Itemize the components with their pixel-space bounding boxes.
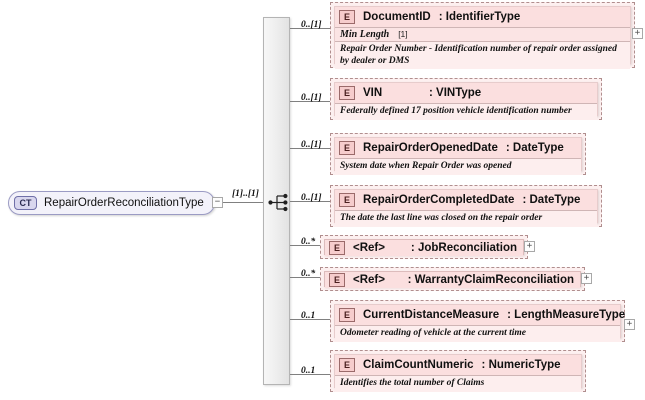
element-badge: E [339, 10, 355, 24]
element-badge: E [329, 241, 345, 255]
element-header-repairordercompleteddate: E RepairOrderCompletedDate : DateType [335, 190, 597, 210]
element-box-claimcountnumeric[interactable]: E ClaimCountNumeric : NumericType Identi… [330, 350, 586, 392]
element-box-ref-warrantyclaimreconciliation[interactable]: E <Ref> : WarrantyClaimReconciliation [320, 267, 585, 291]
element-doc-currentdistancemeasure: Odometer reading of vehicle at the curre… [335, 325, 620, 342]
cardinality-label-documentid: 0..[1] [301, 20, 322, 30]
connector-branch-2 [290, 101, 330, 102]
root-collapse-toggle[interactable]: − [212, 197, 223, 208]
element-badge: E [339, 193, 355, 207]
element-inner-claimcountnumeric: E ClaimCountNumeric : NumericType Identi… [334, 354, 582, 392]
cardinality-label-vin: 0..[1] [301, 93, 322, 103]
element-header-ref-warrantyclaimreconciliation: E <Ref> : WarrantyClaimReconciliation [325, 272, 580, 288]
element-badge: E [339, 86, 355, 100]
facet-name-min-length: Min Length [340, 29, 390, 40]
element-type-documentid: : IdentifierType [438, 11, 521, 23]
connector-branch-6 [290, 277, 320, 278]
element-name-repairorderopeneddate: RepairOrderOpenedDate [363, 142, 498, 154]
element-badge: E [339, 141, 355, 155]
element-inner-documentid: E DocumentID : IdentifierType Min Length… [334, 6, 631, 69]
cardinality-label-ref-jobreconciliation: 0..* [301, 237, 316, 247]
complex-type-label: RepairOrderReconciliationType [44, 197, 204, 209]
cardinality-label-currentdistancemeasure: 0..1 [301, 311, 316, 321]
connector-branch-4 [290, 201, 330, 202]
cardinality-label-repairordercompleteddate: 0..[1] [301, 193, 322, 203]
element-inner-ref-warrantyclaimreconciliation: E <Ref> : WarrantyClaimReconciliation [324, 271, 581, 288]
element-doc-documentid: Repair Order Number - Identification num… [335, 41, 630, 69]
connector-root-to-sequence [223, 202, 263, 203]
element-type-repairorderopeneddate: : DateType [505, 142, 564, 154]
element-box-vin[interactable]: E VIN : VINType Federally defined 17 pos… [330, 78, 602, 120]
element-inner-repairorderopeneddate: E RepairOrderOpenedDate : DateType Syste… [334, 137, 582, 175]
expander-ref-warrantyclaimreconciliation[interactable]: + [581, 273, 592, 284]
expander-currentdistancemeasure[interactable]: + [624, 319, 635, 330]
element-name-ref-warrantyclaimreconciliation: <Ref> [353, 274, 385, 286]
element-name-documentid: DocumentID [363, 11, 431, 23]
element-header-documentid: E DocumentID : IdentifierType [335, 7, 630, 27]
element-name-vin: VIN [363, 87, 383, 99]
element-box-ref-jobreconciliation[interactable]: E <Ref> : JobReconciliation [320, 235, 528, 259]
element-inner-vin: E VIN : VINType Federally defined 17 pos… [334, 82, 598, 120]
element-inner-currentdistancemeasure: E CurrentDistanceMeasure : LengthMeasure… [334, 304, 625, 342]
element-inner-ref-jobreconciliation: E <Ref> : JobReconciliation [324, 239, 524, 256]
expander-ref-jobreconciliation[interactable]: + [524, 241, 535, 252]
element-name-claimcountnumeric: ClaimCountNumeric [363, 359, 474, 371]
element-type-repairordercompleteddate: : DateType [522, 194, 581, 206]
element-box-documentid[interactable]: E DocumentID : IdentifierType Min Length… [330, 2, 635, 69]
element-box-currentdistancemeasure[interactable]: E CurrentDistanceMeasure : LengthMeasure… [330, 300, 625, 342]
cardinality-label-repairorderopeneddate: 0..[1] [301, 140, 322, 150]
element-header-vin: E VIN : VINType [335, 83, 597, 103]
element-badge: E [339, 358, 355, 372]
element-header-currentdistancemeasure: E CurrentDistanceMeasure : LengthMeasure… [335, 305, 625, 325]
facet-value-min-length: [1] [398, 29, 408, 39]
element-doc-repairorderopeneddate: System date when Repair Order was opened [335, 158, 581, 175]
element-header-claimcountnumeric: E ClaimCountNumeric : NumericType [335, 355, 581, 375]
cardinality-label-ref-warrantyclaimreconciliation: 0..* [301, 269, 316, 279]
element-name-ref-jobreconciliation: <Ref> [353, 242, 385, 254]
connector-branch-8 [290, 374, 330, 375]
element-box-repairorderopeneddate[interactable]: E RepairOrderOpenedDate : DateType Syste… [330, 133, 586, 175]
expander-documentid[interactable]: + [632, 28, 643, 39]
element-badge: E [329, 273, 345, 287]
element-name-repairordercompleteddate: RepairOrderCompletedDate [363, 194, 515, 206]
element-badge: E [339, 308, 355, 322]
element-type-claimcountnumeric: : NumericType [481, 359, 561, 371]
connector-branch-7 [290, 319, 330, 320]
element-name-currentdistancemeasure: CurrentDistanceMeasure [363, 309, 500, 321]
element-inner-repairordercompleteddate: E RepairOrderCompletedDate : DateType Th… [334, 189, 598, 227]
element-type-currentdistancemeasure: : LengthMeasureType [507, 309, 626, 321]
root-cardinality-label: [1]..[1] [232, 189, 259, 199]
connector-branch-5 [290, 245, 320, 246]
element-facet-documentid: Min Length [1] [335, 27, 630, 41]
element-type-ref-jobreconciliation: : JobReconciliation [410, 242, 517, 254]
element-doc-repairordercompleteddate: The date the last line was closed on the… [335, 210, 597, 227]
connector-branch-1 [290, 28, 330, 29]
complex-type-badge: CT [14, 196, 37, 210]
element-doc-claimcountnumeric: Identifies the total number of Claims [335, 375, 581, 392]
element-type-vin: : VINType [429, 87, 482, 99]
element-doc-vin: Federally defined 17 position vehicle id… [335, 103, 597, 120]
element-header-repairorderopeneddate: E RepairOrderOpenedDate : DateType [335, 138, 581, 158]
element-type-ref-warrantyclaimreconciliation: : WarrantyClaimReconciliation [407, 274, 574, 286]
element-box-repairordercompleteddate[interactable]: E RepairOrderCompletedDate : DateType Th… [330, 185, 602, 227]
connector-branch-3 [290, 148, 330, 149]
cardinality-label-claimcountnumeric: 0..1 [301, 366, 316, 376]
element-header-ref-jobreconciliation: E <Ref> : JobReconciliation [325, 240, 523, 256]
complex-type-node[interactable]: CT RepairOrderReconciliationType [8, 191, 215, 215]
sequence-icon [268, 193, 288, 212]
